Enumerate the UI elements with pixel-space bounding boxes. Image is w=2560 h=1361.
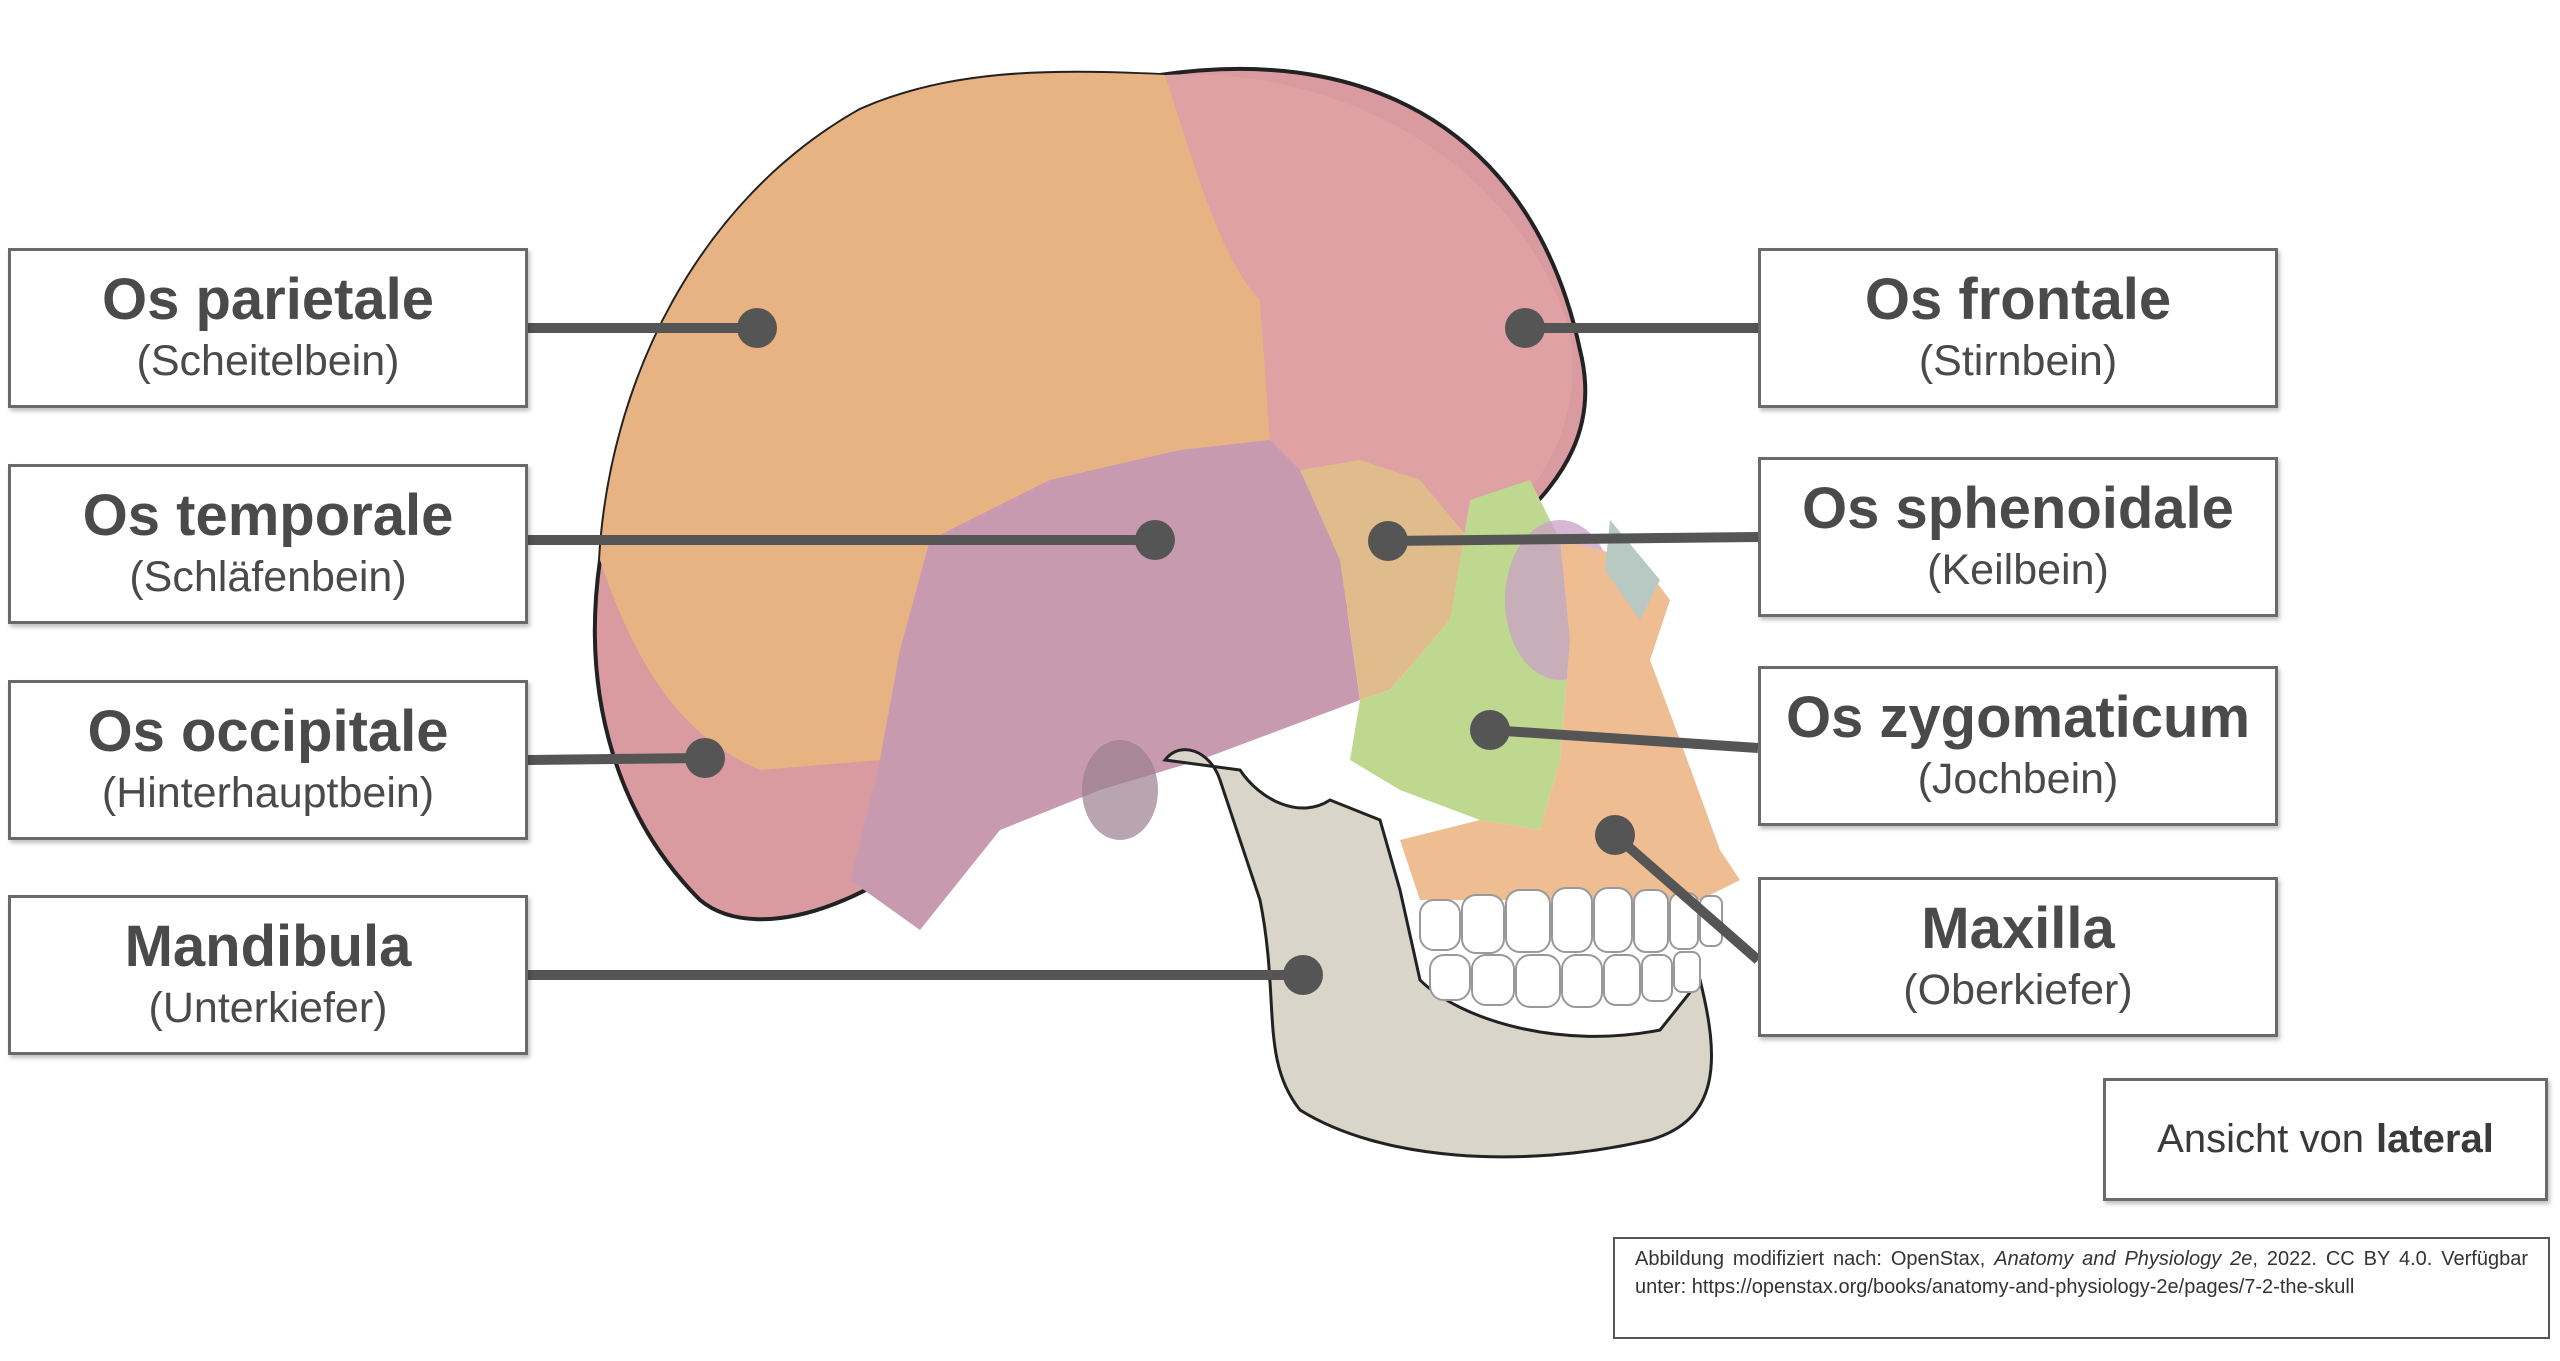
label-os-temporale-sub: (Schläfenbein)	[129, 553, 407, 602]
ear-canal	[1082, 740, 1158, 840]
bone-sphenoidale	[1300, 460, 1470, 700]
label-os-temporale-name: Os temporale	[82, 483, 454, 549]
label-os-frontale: Os frontale (Stirnbein)	[1758, 248, 2278, 408]
label-os-occipitale: Os occipitale (Hinterhauptbein)	[8, 680, 528, 840]
credit-line2-prefix: Verfügbar unter:	[1635, 1248, 2528, 1298]
image-credit: Abbildung modifiziert nach: OpenStax, An…	[1613, 1237, 2550, 1339]
leader-dot-maxilla	[1595, 815, 1635, 855]
label-os-zygomaticum-sub: (Jochbein)	[1917, 755, 2119, 804]
view-label-prefix: Ansicht von	[2157, 1117, 2364, 1161]
label-os-zygomaticum-name: Os zygomaticum	[1785, 685, 2251, 751]
leader-dot-occipitale	[685, 738, 725, 778]
label-maxilla: Maxilla (Oberkiefer)	[1758, 877, 2278, 1037]
label-os-sphenoidale-name: Os sphenoidale	[1802, 476, 2234, 542]
leader-lines	[527, 308, 1762, 995]
bone-temporale	[850, 440, 1360, 930]
bone-mandibula	[1162, 748, 1713, 1159]
credit-book-title: Anatomy and Physiology 2e	[1994, 1248, 2253, 1270]
bone-frontale	[1165, 74, 1573, 541]
label-os-sphenoidale: Os sphenoidale (Keilbein)	[1758, 457, 2278, 617]
leader-dot-frontale	[1505, 308, 1545, 348]
label-mandibula-sub: (Unterkiefer)	[148, 984, 388, 1033]
label-os-parietale: Os parietale (Scheitelbein)	[8, 248, 528, 408]
bone-parietale	[600, 72, 1270, 770]
leader-zygomaticum	[1489, 725, 1759, 753]
label-os-zygomaticum: Os zygomaticum (Jochbein)	[1758, 666, 2278, 826]
label-os-parietale-name: Os parietale	[101, 267, 435, 333]
label-mandibula-name: Mandibula	[124, 914, 412, 980]
leader-maxilla	[1611, 831, 1762, 964]
leader-dot-zygomaticum	[1470, 710, 1510, 750]
leader-sphenoidale	[1387, 532, 1759, 546]
view-label-emphasis: lateral	[2375, 1117, 2494, 1161]
label-os-temporale: Os temporale (Schläfenbein)	[8, 464, 528, 624]
label-mandibula: Mandibula (Unterkiefer)	[8, 895, 528, 1055]
bone-nasal	[1605, 520, 1660, 620]
view-label: Ansicht von lateral	[2103, 1078, 2548, 1201]
leader-occipitale	[527, 753, 706, 765]
credit-url[interactable]: https://openstax.org/books/anatomy-and-p…	[1691, 1276, 2355, 1298]
label-os-occipitale-sub: (Hinterhauptbein)	[101, 769, 435, 818]
label-os-frontale-name: Os frontale	[1864, 267, 2172, 333]
leader-dot-mandibula	[1283, 955, 1323, 995]
label-os-parietale-sub: (Scheitelbein)	[136, 337, 400, 386]
skull-illustration	[592, 66, 1740, 1159]
credit-line1-prefix: Abbildung modifiziert nach: OpenStax,	[1635, 1248, 1986, 1270]
leader-dot-sphenoidale	[1368, 521, 1408, 561]
leader-dot-temporale	[1135, 520, 1175, 560]
bone-maxilla	[1400, 540, 1740, 900]
label-maxilla-sub: (Oberkiefer)	[1903, 966, 2133, 1015]
label-os-frontale-sub: (Stirnbein)	[1918, 337, 2118, 386]
label-os-sphenoidale-sub: (Keilbein)	[1927, 546, 2109, 595]
label-os-occipitale-name: Os occipitale	[87, 699, 449, 765]
leader-dot-parietale	[737, 308, 777, 348]
teeth	[1419, 887, 1723, 1008]
credit-line1-suffix: , 2022. CC BY 4.0.	[2252, 1248, 2433, 1270]
label-maxilla-name: Maxilla	[1921, 896, 2115, 962]
